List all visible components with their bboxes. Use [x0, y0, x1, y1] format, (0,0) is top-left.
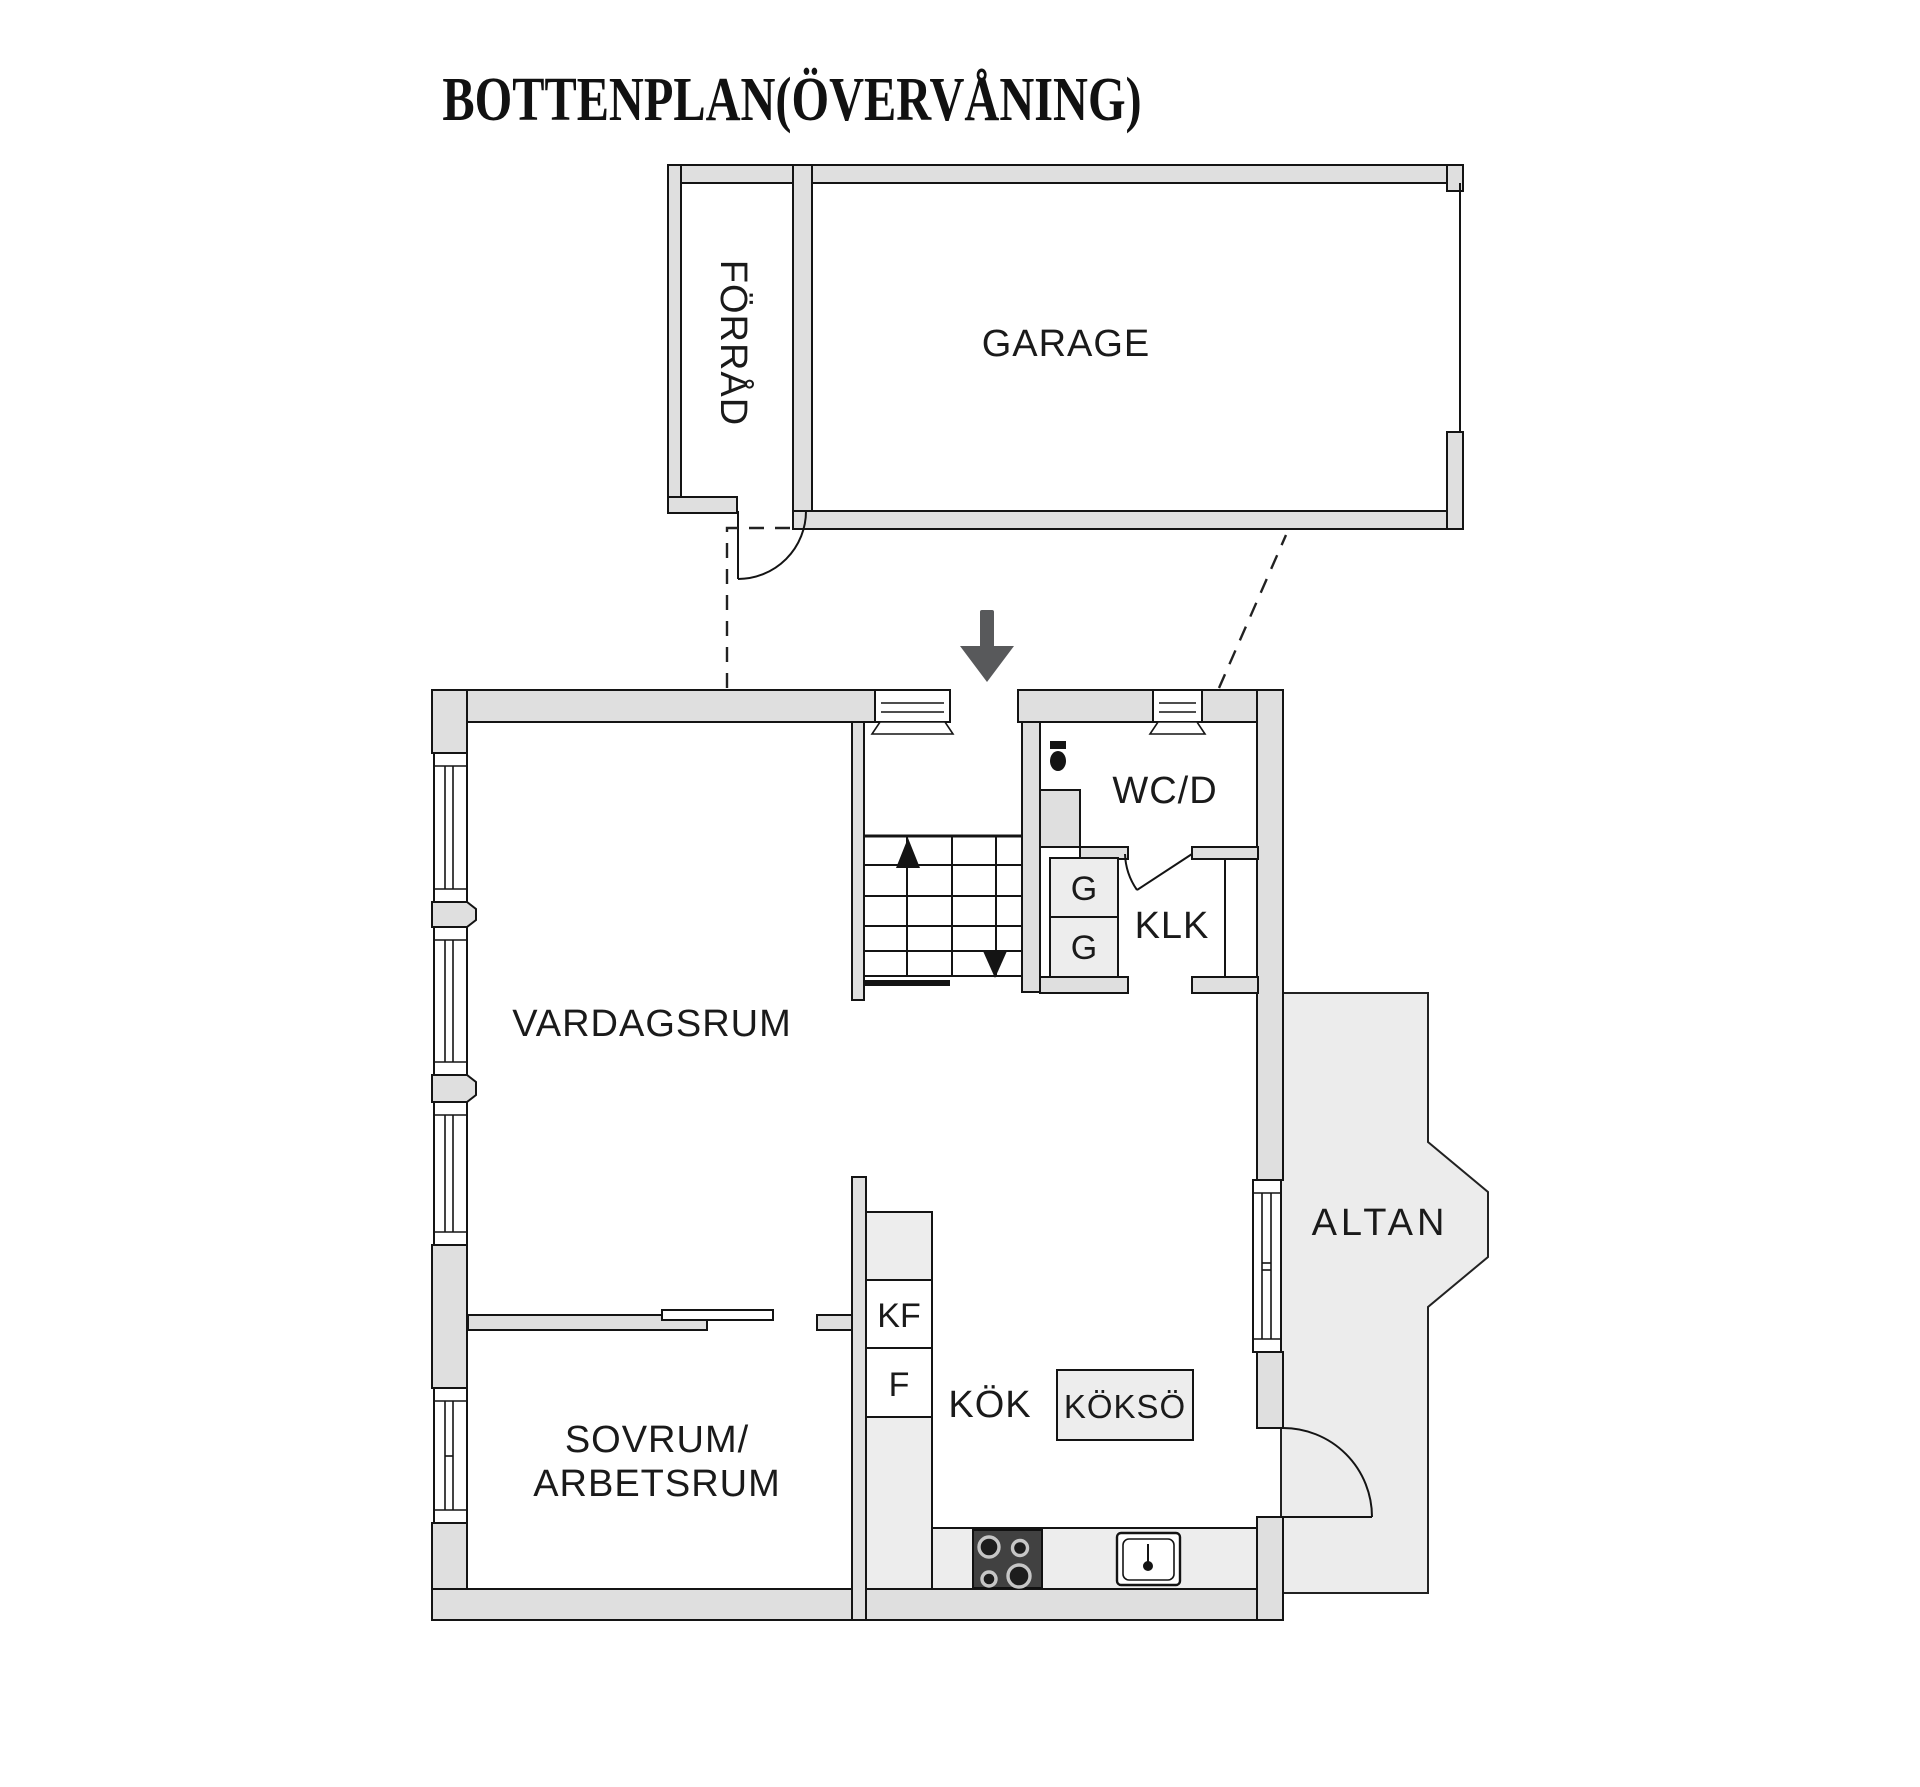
wall — [1017, 689, 1154, 723]
wall — [1256, 1516, 1284, 1621]
page-title: BOTTENPLAN(ÖVERVÅNING) — [442, 65, 1141, 134]
counter-left-column — [865, 1416, 933, 1590]
wall — [816, 1314, 853, 1331]
altan-terrace — [1280, 992, 1489, 1594]
left-window-4 — [433, 1387, 468, 1524]
room-label-garage: GARAGE — [982, 323, 1151, 365]
room-labels: FÖRRÅD GARAGE VARDAGSRUM WC/D KLK SOVRUM… — [512, 260, 1449, 1505]
window-sill — [1148, 721, 1207, 735]
wall — [667, 496, 738, 514]
garage-building-walls — [667, 164, 1464, 530]
dashed-path-garage — [1217, 534, 1288, 689]
tall-cabinet — [865, 1211, 933, 1281]
door-leaf — [1136, 853, 1193, 891]
kitchen-window — [1252, 1179, 1282, 1353]
wall — [792, 510, 1464, 530]
stair-up-arrow-icon — [896, 838, 920, 868]
bedroom-partition-wall — [467, 1314, 708, 1331]
wc-door — [1124, 853, 1193, 891]
left-window-1 — [433, 752, 468, 903]
cabinet-label-kf: KF — [877, 1297, 920, 1335]
stair-down-arrow-icon — [983, 951, 1007, 978]
wardrobes: G G — [1049, 857, 1119, 978]
wall — [431, 689, 876, 723]
kitchen-island — [1056, 1369, 1194, 1441]
toilet-icon — [1050, 741, 1066, 771]
wall — [792, 164, 813, 514]
altan-door — [1282, 1427, 1373, 1518]
window-sill — [870, 721, 955, 735]
sliding-door-panel — [661, 1309, 774, 1321]
interior-walls — [467, 721, 1259, 1621]
cabinet-label-f: F — [889, 1366, 910, 1404]
room-label-klk: KLK — [1135, 905, 1210, 947]
left-window-3 — [433, 1101, 468, 1246]
left-window-2 — [433, 926, 468, 1076]
room-label-sovrum-line2: ARBETSRUM — [533, 1463, 781, 1505]
entry-window — [870, 689, 955, 735]
room-label-forrad: FÖRRÅD — [712, 260, 756, 426]
staircase — [864, 834, 1022, 986]
wall — [1256, 689, 1284, 1181]
wardrobe-box — [1049, 916, 1119, 978]
wall — [1191, 846, 1259, 860]
wall — [1446, 431, 1464, 530]
stove-icon — [972, 1529, 1043, 1589]
wall — [431, 1244, 468, 1389]
sink-icon — [1115, 1531, 1182, 1587]
stair-wall-left — [851, 721, 865, 1001]
wall — [431, 689, 468, 754]
kitchen-cabinets: KF F — [865, 1211, 1258, 1590]
window-pier — [431, 1074, 477, 1103]
wall — [1256, 1351, 1284, 1429]
stair-landing-edge — [864, 980, 950, 986]
wall — [1039, 976, 1129, 994]
wardrobe-label: G — [1071, 870, 1097, 908]
dashed-path-forrad — [725, 526, 797, 688]
windows — [433, 689, 1282, 1524]
room-label-kokso: KÖKSÖ — [1064, 1388, 1186, 1425]
room-label-kok: KÖK — [948, 1384, 1031, 1426]
door-swing-arc — [1282, 1427, 1373, 1518]
room-label-wc: WC/D — [1112, 770, 1217, 812]
wardrobe-label: G — [1071, 929, 1097, 967]
wc-window — [1148, 689, 1207, 735]
room-label-altan: ALTAN — [1312, 1202, 1449, 1244]
altan-deck-outline — [1280, 992, 1489, 1594]
wall — [667, 164, 1464, 184]
wc-wall-notch — [1039, 789, 1081, 848]
forrad-door — [737, 510, 807, 580]
window-pier — [431, 901, 477, 928]
stair-wall-right — [1021, 721, 1041, 993]
kitchen-divider-wall — [851, 1176, 867, 1621]
connection-paths — [725, 526, 1288, 689]
door-swing-arc — [737, 510, 807, 580]
door-swing-arc — [1124, 853, 1138, 891]
room-label-vardagsrum: VARDAGSRUM — [512, 1003, 792, 1045]
room-label-sovrum-line1: SOVRUM/ — [565, 1419, 749, 1461]
wall — [667, 164, 682, 514]
wall — [1191, 976, 1259, 994]
fridge-freezer-cabinet — [865, 1279, 933, 1349]
entrance-arrow-icon — [960, 610, 1014, 682]
